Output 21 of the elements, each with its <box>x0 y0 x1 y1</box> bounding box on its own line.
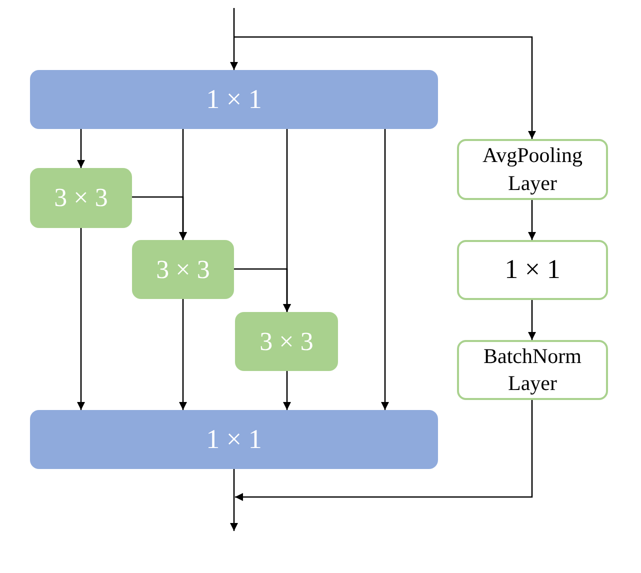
arrow <box>283 371 291 410</box>
conv-block: 3 × 3 <box>30 168 132 228</box>
arrow <box>235 400 533 501</box>
arrow <box>528 300 536 340</box>
layer-box: AvgPooling Layer <box>457 139 608 200</box>
arrow <box>132 196 187 240</box>
arrow <box>528 200 536 240</box>
arrow <box>234 36 536 139</box>
arrow <box>230 469 238 531</box>
layer-box: 1 × 1 <box>457 240 608 300</box>
conv-block: 3 × 3 <box>235 312 338 371</box>
arrow <box>77 129 85 168</box>
arrow <box>77 228 85 410</box>
conv-block: 3 × 3 <box>132 240 234 299</box>
arrow <box>230 8 238 70</box>
conv-block: 1 × 1 <box>30 410 438 469</box>
arrow <box>179 299 187 410</box>
layer-box: BatchNorm Layer <box>457 340 608 400</box>
arrow <box>381 129 389 410</box>
conv-block: 1 × 1 <box>30 70 438 129</box>
arrow <box>234 268 291 312</box>
